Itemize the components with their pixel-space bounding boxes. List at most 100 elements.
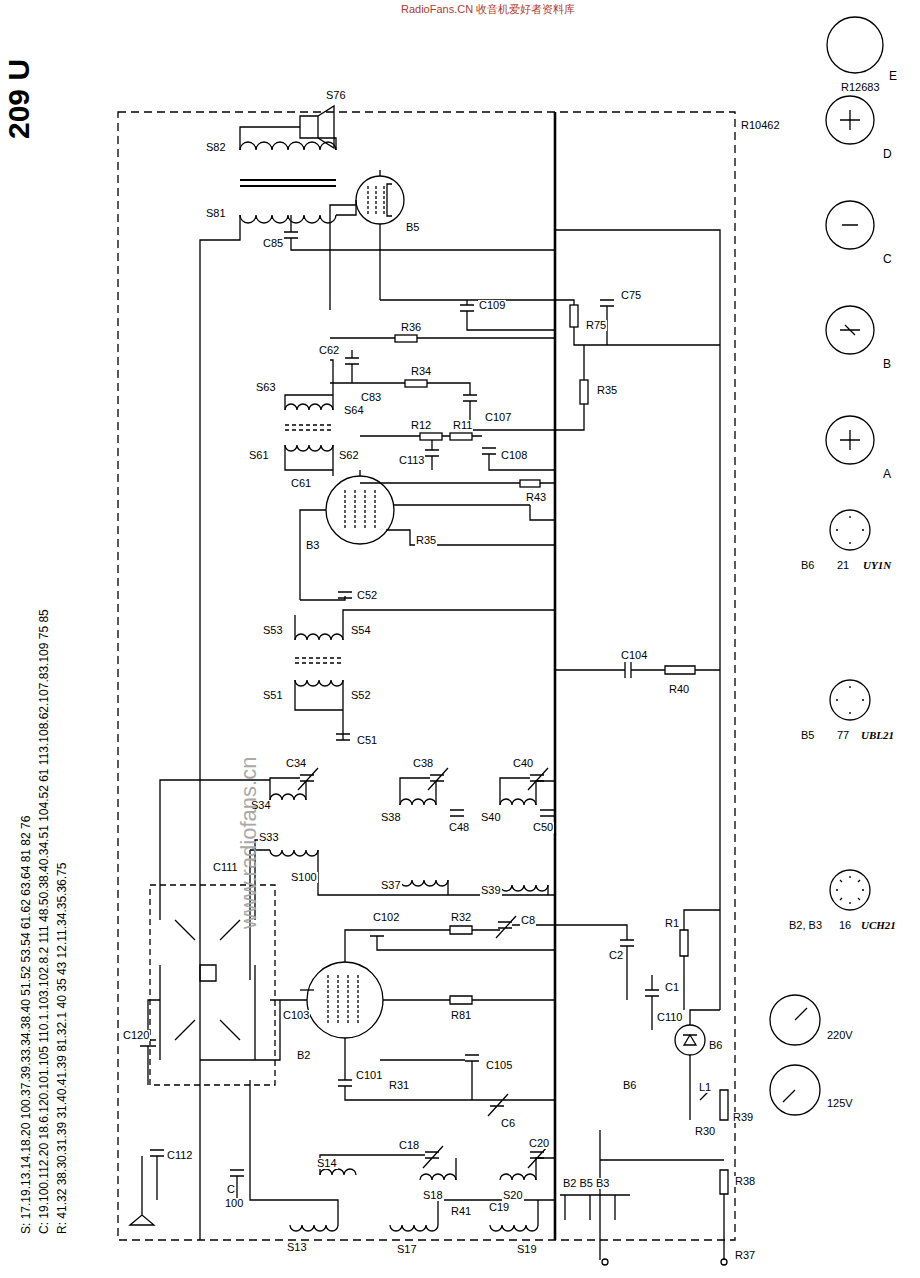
variable-capacitor [298, 768, 548, 790]
component-label: C20 [528, 1138, 550, 1149]
component-label: C85 [262, 238, 284, 249]
rf-coil [320, 1169, 356, 1175]
component-label: R31 [388, 1080, 410, 1091]
resistor-symbol [450, 433, 472, 440]
capacitor-symbol [425, 440, 439, 470]
component-label: C61 [290, 478, 312, 489]
transformer-core [295, 658, 343, 663]
socket-pins [836, 516, 864, 904]
rf-coil [420, 1174, 456, 1180]
component-label: A [882, 468, 892, 480]
component-label: C [882, 253, 893, 265]
component-label: C113 [398, 455, 425, 466]
component-label: R10462 [740, 120, 781, 131]
component-label: C8 [520, 915, 536, 926]
component-label: 220V [826, 1030, 854, 1041]
tube-grid [345, 490, 375, 530]
component-label: R75 [585, 320, 607, 331]
wire [555, 662, 720, 678]
capacitor-symbol [460, 300, 555, 330]
component-label: S18 [422, 1190, 444, 1201]
component-label: R81 [450, 1010, 472, 1021]
wire [285, 360, 333, 476]
transformer-core [240, 180, 336, 186]
component-label: B [882, 358, 892, 370]
component-label: C6 [500, 1118, 516, 1129]
terminal [721, 1259, 727, 1265]
component-label: R12 [410, 420, 432, 431]
component-label: R1 [664, 918, 680, 929]
antenna-terminal [130, 1156, 154, 1225]
component-label: R34 [410, 366, 432, 377]
watermark: www.radiofans.cn [238, 756, 260, 930]
component-label: S13 [286, 1242, 308, 1253]
parts-table-row: R: 41.32 38.30.31.39 31.40.41.39 81.32.1… [56, 862, 68, 1235]
component-label: S53 [262, 625, 284, 636]
rf-coil [290, 1225, 338, 1231]
component-label: C109 [478, 300, 506, 311]
component-label: C38 [412, 758, 434, 769]
tube-electrode [380, 170, 392, 300]
component-label: R43 [525, 492, 547, 503]
component-label: S81 [205, 208, 227, 219]
wire [338, 1038, 555, 1116]
chassis-border [118, 112, 735, 1240]
wire [200, 996, 555, 1060]
capacitor-symbol [450, 810, 554, 816]
component-label: 100 [224, 1198, 244, 1209]
rf-coil [390, 1225, 438, 1231]
if-coil [285, 445, 333, 451]
component-label: S14 [316, 1158, 338, 1169]
component-label: C105 [485, 1060, 513, 1071]
component-label: R11 [452, 420, 473, 431]
component-label: B2 B5 B3 [562, 1178, 610, 1189]
capacitor-symbol [284, 215, 555, 250]
component-label: B2 [296, 1050, 311, 1061]
component-label: E [888, 70, 898, 82]
if-coil [285, 404, 333, 410]
component-label: S51 [262, 690, 284, 701]
resistor-symbol [420, 433, 442, 440]
component-label: R30 [694, 1126, 716, 1137]
component-label: R39 [732, 1112, 754, 1123]
switch-contacts [160, 920, 255, 1060]
watermark: RadioFans.CN 收音机爱好者资料库 [400, 4, 576, 15]
component-label: S64 [343, 405, 365, 416]
tube-label: 16 [838, 920, 852, 931]
tube-type: UY1N [862, 560, 892, 571]
component-label: S61 [248, 450, 270, 461]
rf-coil [400, 799, 436, 805]
component-label: C18 [398, 1140, 420, 1151]
wire [330, 337, 555, 338]
supply-wire [719, 280, 720, 1010]
component-label: R32 [450, 912, 472, 923]
component-label: R41 [450, 1206, 472, 1217]
wire [250, 1080, 555, 1225]
transformer-coil [240, 142, 336, 150]
tube-symbol [326, 476, 394, 544]
component-label: R35 [415, 535, 437, 546]
component-label: R38 [734, 1176, 756, 1187]
component-label: S37 [380, 880, 402, 891]
wire [300, 470, 555, 600]
tube-symbol [356, 176, 404, 224]
component-label: R36 [400, 322, 422, 333]
component-label: S33 [258, 832, 280, 843]
tube-label: 77 [836, 730, 850, 741]
terminal [602, 1259, 608, 1265]
component-label: C52 [356, 590, 378, 601]
component-label: L1 [698, 1082, 712, 1093]
wire [360, 436, 555, 470]
component-label: C1 [664, 982, 680, 993]
component-label: C48 [448, 822, 470, 833]
wire [560, 1080, 728, 1260]
parts-table-row: S: 17.19.13.14.18.20 100.37.39.33.34.38.… [20, 815, 32, 1235]
capacitor-symbol [300, 592, 352, 600]
component-label: C40 [512, 758, 534, 769]
component-label: 125V [826, 1098, 854, 1109]
component-label: S62 [338, 450, 360, 461]
component-label: D [882, 148, 893, 160]
component-label: C111 [212, 862, 239, 873]
